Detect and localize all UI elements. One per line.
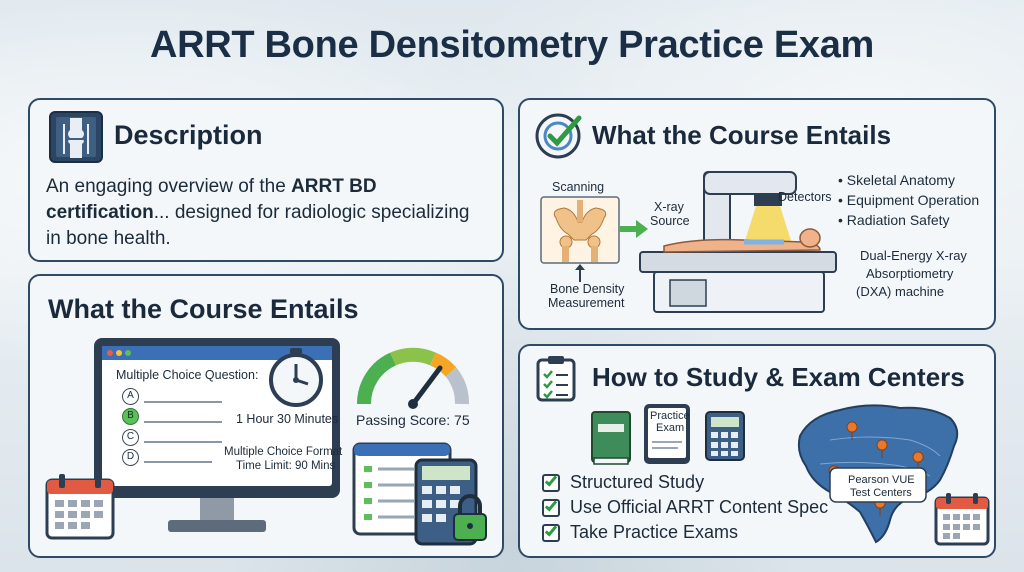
arrow-right-icon xyxy=(620,220,648,238)
xray-source-label-2: Source xyxy=(650,214,690,228)
format-line-2: Time Limit: 90 Mins xyxy=(236,460,336,472)
study-item-3-text: Take Practice Exams xyxy=(570,522,739,542)
description-text-prefix: An engaging overview of the xyxy=(46,176,292,197)
description-text: An engaging overview of the ARRT BD cert… xyxy=(46,174,486,252)
duration-label: 1 Hour 30 Minutes xyxy=(236,412,339,426)
option-a[interactable]: A xyxy=(122,388,139,405)
course-dxa-panel: What the Course Entails Scanning Bone De… xyxy=(518,98,996,330)
passing-score-gauge xyxy=(356,347,469,409)
study-item-1-text: Structured Study xyxy=(570,472,705,492)
dxa-bullet-3: • Radiation Safety xyxy=(838,212,950,228)
passing-score-label: Passing Score: 75 xyxy=(356,412,470,428)
target-check-icon xyxy=(535,113,582,159)
scanning-label: Scanning xyxy=(552,180,605,194)
page-title: ARRT Bone Densitometry Practice Exam xyxy=(149,24,875,66)
dxa-bullet-2-text: Equipment Operation xyxy=(846,192,980,208)
pelvis-scan-image xyxy=(540,196,620,264)
description-panel: Description An engaging overview of the … xyxy=(28,98,504,262)
detectors-label: Detectors xyxy=(778,190,832,204)
dxa-machine-illustration xyxy=(639,171,837,313)
bone-density-label-2: Measurement xyxy=(548,296,625,310)
clock-icon xyxy=(269,348,323,407)
practice-exam-label-2: Exam xyxy=(656,422,685,434)
study-heading: How to Study & Exam Centers xyxy=(592,362,965,392)
dxa-label-1: Dual-Energy X-ray xyxy=(860,248,967,263)
study-item-2: Use Official ARRT Content Spec xyxy=(542,497,828,518)
dxa-label-3: (DXA) machine xyxy=(856,284,945,299)
knee-xray-icon xyxy=(49,111,103,163)
pearson-label-1: Pearson VUE xyxy=(848,474,915,486)
question-label: Multiple Choice Question: xyxy=(116,368,259,382)
study-item-3: Take Practice Exams xyxy=(542,522,738,543)
calendar-icon-small xyxy=(934,493,990,546)
pearson-label-2: Test Centers xyxy=(850,487,912,499)
book-icon xyxy=(591,411,631,465)
dxa-bullet-2: • Equipment Operation xyxy=(838,192,980,208)
arrow-up-icon xyxy=(575,264,585,282)
study-item-1: Structured Study xyxy=(542,472,704,493)
study-panel: How to Study & Exam Centers Practice Exa… xyxy=(518,344,996,558)
calendar-icon xyxy=(45,474,115,540)
description-heading: Description xyxy=(114,120,263,150)
clipboard-checklist-icon xyxy=(536,356,576,402)
xray-source-label-1: X-ray xyxy=(654,200,684,214)
course-exam-heading: What the Course Entails xyxy=(48,294,359,324)
option-c[interactable]: C xyxy=(122,429,139,446)
study-item-2-text: Use Official ARRT Content Spec xyxy=(570,497,829,517)
dxa-label-2: Absorptiometry xyxy=(866,266,954,281)
option-b[interactable]: B xyxy=(122,408,139,425)
dxa-bullet-1-text: Skeletal Anatomy xyxy=(846,172,955,188)
dxa-bullet-1: • Skeletal Anatomy xyxy=(838,172,955,188)
checklist-calculator-lock xyxy=(352,442,487,546)
course-exam-panel: What the Course Entails Multiple Choice … xyxy=(28,274,504,558)
check-icon xyxy=(542,522,560,542)
dxa-bullet-3-text: Radiation Safety xyxy=(846,212,950,228)
option-d[interactable]: D xyxy=(122,449,139,466)
check-icon xyxy=(542,472,560,492)
format-line-1: Multiple Choice Format xyxy=(224,446,343,458)
north-america-map xyxy=(797,404,959,544)
bone-density-label-1: Bone Density xyxy=(550,282,625,296)
calculator-icon xyxy=(705,411,745,461)
course-dxa-heading: What the Course Entails xyxy=(592,120,892,150)
practice-exam-label-1: Practice xyxy=(650,410,690,422)
description-text-bold: ARRT BD certification xyxy=(46,176,377,223)
check-icon xyxy=(542,497,560,517)
tablet-icon xyxy=(644,404,690,464)
description-text-suffix: ... designed for radiologic specializing… xyxy=(46,202,470,249)
